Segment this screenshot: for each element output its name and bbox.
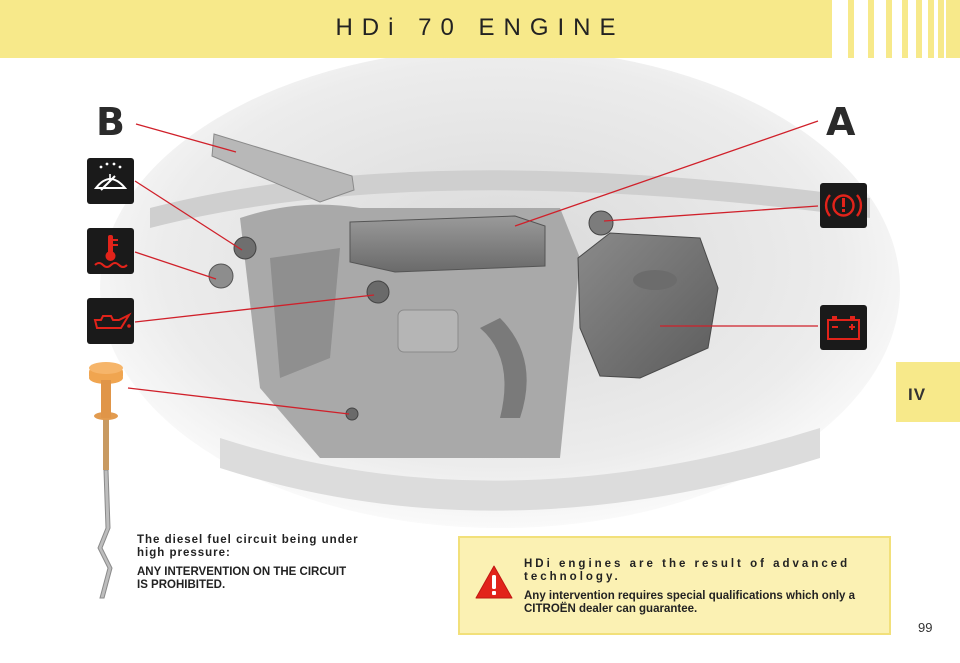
pointer-coolant [134,251,217,280]
battery-cover [577,232,719,379]
label-a: A [826,100,856,144]
warning-triangle-icon [475,565,513,599]
coolant-reservoir-cap [208,263,234,289]
chapter-tab [896,362,960,422]
chapter-tab-label: IV [908,385,927,404]
pointer-a [514,120,819,227]
windscreen-washer-icon [87,158,134,204]
label-b: B [96,100,125,144]
oil-filler-cap [366,280,390,304]
page-number: 99 [918,620,933,635]
engine-details [270,248,340,378]
pointer-oil [134,294,375,323]
page-title: HDi 70 ENGINE [335,14,625,41]
fuel-circuit-note: The diesel fuel circuit being under high… [137,534,359,598]
battery-cover-knob [633,270,677,290]
brake-fluid-cap [588,210,614,236]
pointer-dipstick [127,387,350,415]
fuel-circuit-note-line1: The diesel fuel circuit being under high… [137,534,359,559]
oil-can-icon [87,298,134,344]
brake-fluid-icon [820,183,867,228]
hdi-plate [397,309,459,353]
battery-icon [820,305,867,350]
warning-text-line2: Any intervention requires special qualif… [524,590,856,615]
header-band: HDi 70 ENGINE [0,0,960,58]
washer-reservoir-cap [233,236,257,260]
warning-text: HDi engines are the result of advanced t… [524,558,884,622]
fuel-circuit-note-line2: ANY INTERVENTION ON THE CIRCUIT IS PROHI… [137,566,347,591]
header-stripes [832,0,946,58]
lower-chassis [220,428,820,511]
pointer-washer [134,180,243,251]
engine-top-cover [349,215,546,273]
dipstick-illustration [89,362,123,599]
wiper-cowl [211,133,355,203]
pointer-brake [603,205,819,222]
turbo-pipe [480,318,527,418]
warning-text-line1: HDi engines are the result of advanced t… [524,558,851,583]
coolant-temperature-icon [87,228,134,274]
engine-bay-illustration [89,58,900,599]
pointer-b [135,123,237,153]
warning-box: HDi engines are the result of advanced t… [458,536,891,635]
